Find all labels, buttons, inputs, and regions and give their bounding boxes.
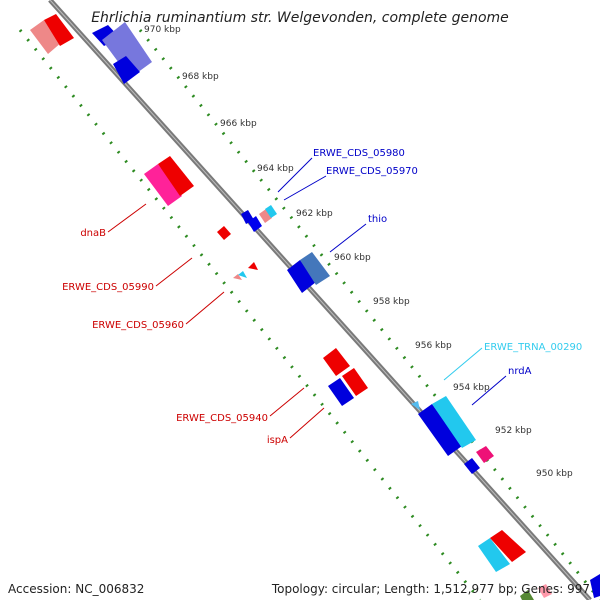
tick-label: 962 kbp	[296, 209, 333, 219]
label-connector	[329, 223, 367, 253]
tick-label: 952 kbp	[495, 426, 532, 436]
map-title: Ehrlichia ruminantium str. Welgevonden, …	[91, 10, 509, 26]
gene-label-erwe-cds-05980[interactable]: ERWE_CDS_05980	[313, 148, 405, 159]
gene-feature[interactable]	[248, 262, 258, 270]
gene-feature[interactable]	[287, 260, 316, 293]
label-connector	[269, 387, 305, 417]
label-connector	[471, 375, 507, 406]
gene-feature[interactable]	[259, 209, 272, 223]
gene-feature[interactable]	[476, 446, 494, 463]
tick-label: 954 kbp	[453, 383, 490, 393]
gene-feature[interactable]	[233, 274, 242, 280]
tick-label: 968 kbp	[182, 72, 219, 82]
label-connector	[185, 291, 225, 325]
tick-label: 964 kbp	[257, 164, 294, 174]
gene-label-erwe-cds-05990[interactable]: ERWE_CDS_05990	[62, 282, 154, 293]
gc-track-inner	[18, 29, 482, 600]
gene-feature[interactable]	[102, 22, 152, 78]
gene-label-dnab[interactable]: dnaB	[80, 228, 106, 239]
gene-feature[interactable]	[158, 156, 194, 196]
gene-label-thio[interactable]: thio	[368, 214, 387, 225]
gene-feature[interactable]	[217, 226, 231, 240]
gene-feature[interactable]	[418, 404, 462, 456]
tick-label: 956 kbp	[415, 341, 452, 351]
gene-feature[interactable]	[590, 574, 600, 598]
label-connector	[289, 407, 325, 439]
label-connector	[283, 175, 327, 201]
gene-feature[interactable]	[300, 252, 330, 285]
tick-label: 958 kbp	[373, 297, 410, 307]
tick-label: 966 kbp	[220, 119, 257, 129]
gene-feature[interactable]	[248, 216, 262, 232]
accession-text: Accession: NC_006832	[8, 582, 145, 596]
gene-feature[interactable]	[411, 401, 420, 410]
gene-label-nrda[interactable]: nrdA	[508, 366, 532, 377]
gene-feature[interactable]	[328, 378, 354, 406]
gene-feature[interactable]	[432, 396, 476, 448]
gene-feature[interactable]	[113, 56, 140, 84]
gene-feature[interactable]	[464, 458, 480, 474]
gc-track-outer	[138, 29, 600, 600]
tick-label: 950 kbp	[536, 469, 573, 479]
gene-feature[interactable]	[30, 20, 62, 54]
label-connector	[107, 203, 147, 233]
tick-label: 970 kbp	[144, 25, 181, 35]
gene-feature[interactable]	[520, 590, 534, 600]
gene-feature[interactable]	[44, 14, 74, 46]
gene-feature[interactable]	[238, 271, 247, 278]
label-connector	[277, 157, 313, 193]
gene-feature[interactable]	[478, 538, 510, 572]
forward-genes	[92, 22, 600, 600]
backbone-highlight	[49, 0, 591, 600]
label-connector	[443, 347, 483, 381]
gene-label-erwe-trna-00290[interactable]: ERWE_TRNA_00290	[484, 342, 582, 353]
reverse-genes	[30, 14, 368, 406]
gene-feature[interactable]	[144, 164, 182, 206]
gene-label-erwe-cds-05940[interactable]: ERWE_CDS_05940	[176, 413, 268, 424]
genome-summary: Topology: circular; Length: 1,512,977 bp…	[271, 582, 590, 596]
label-connector	[155, 257, 193, 287]
reverse-label-lines	[107, 203, 325, 439]
tick-label: 960 kbp	[334, 253, 371, 263]
gene-feature[interactable]	[323, 348, 350, 376]
gene-label-erwe-cds-05970[interactable]: ERWE_CDS_05970	[326, 166, 418, 177]
gene-feature[interactable]	[342, 368, 368, 396]
gene-label-ispa[interactable]: ispA	[267, 435, 288, 446]
gene-feature[interactable]	[490, 530, 526, 562]
forward-label-lines	[277, 157, 507, 406]
gene-feature[interactable]	[538, 584, 552, 598]
gene-feature[interactable]	[265, 205, 277, 218]
gene-label-erwe-cds-05960[interactable]: ERWE_CDS_05960	[92, 320, 184, 331]
